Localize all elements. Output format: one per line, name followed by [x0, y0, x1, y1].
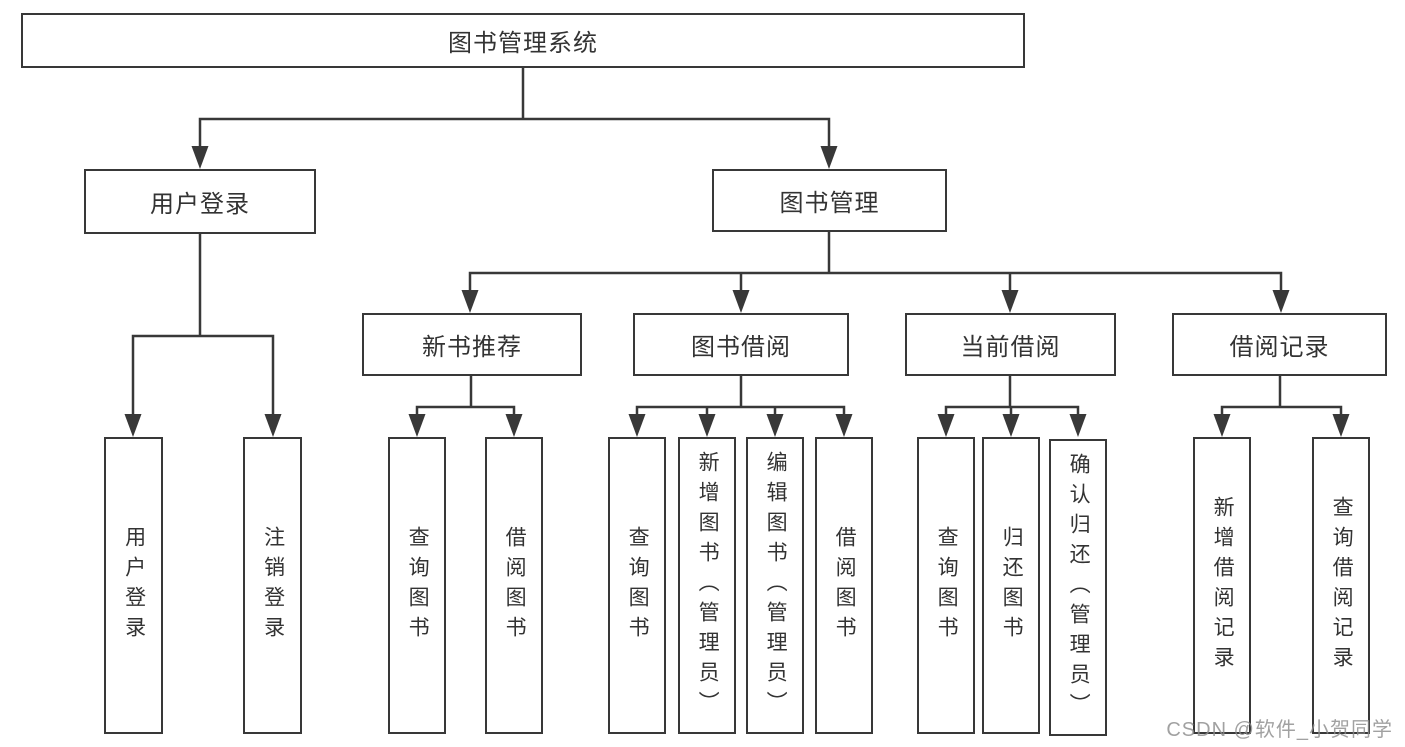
leaf-add-books-admin: 新增图书（管理员）	[678, 437, 736, 734]
node-book-management: 图书管理	[712, 169, 947, 232]
node-label: 图书管理	[779, 190, 880, 217]
leaf-label: 借阅图书	[833, 525, 857, 646]
leaf-label: 查询借阅记录	[1330, 495, 1354, 676]
node-book-borrowing: 图书借阅	[633, 313, 849, 376]
node-current-borrowing: 当前借阅	[905, 313, 1116, 376]
leaf-label: 借阅图书	[503, 525, 527, 646]
leaf-label: 查询图书	[935, 525, 959, 646]
leaf-label: 确认归还（管理员）	[1067, 452, 1091, 723]
leaf-query-books-borrowing: 查询图书	[608, 437, 666, 734]
leaf-label: 用户登录	[122, 525, 146, 646]
leaf-return-books: 归还图书	[982, 437, 1040, 734]
leaf-query-books-recommend: 查询图书	[388, 437, 446, 734]
leaf-label: 编辑图书（管理员）	[764, 450, 788, 721]
leaf-confirm-return-admin: 确认归还（管理员）	[1049, 439, 1107, 736]
leaf-label: 新增图书（管理员）	[696, 450, 720, 721]
leaf-query-books-current: 查询图书	[917, 437, 975, 734]
leaf-user-login: 用户登录	[104, 437, 163, 734]
node-label: 用户登录	[150, 191, 250, 218]
leaf-logout: 注销登录	[243, 437, 302, 734]
leaf-borrow-books-borrowing: 借阅图书	[815, 437, 873, 734]
leaf-label: 归还图书	[1000, 525, 1024, 646]
node-label: 图书借阅	[691, 334, 791, 361]
leaf-add-borrow-record: 新增借阅记录	[1193, 437, 1251, 734]
node-label: 图书管理系统	[448, 30, 598, 57]
node-borrowing-records: 借阅记录	[1172, 313, 1387, 376]
node-label: 当前借阅	[960, 334, 1061, 361]
node-user-login: 用户登录	[84, 169, 316, 234]
node-label: 新书推荐	[422, 334, 522, 361]
leaf-edit-books-admin: 编辑图书（管理员）	[746, 437, 804, 734]
leaf-label: 查询图书	[406, 525, 430, 646]
leaf-label: 新增借阅记录	[1211, 495, 1235, 676]
leaf-label: 注销登录	[261, 525, 285, 646]
node-new-book-recommendation: 新书推荐	[362, 313, 582, 376]
leaf-label: 查询图书	[626, 525, 650, 646]
node-library-management-system: 图书管理系统	[21, 13, 1025, 68]
leaf-borrow-books-recommend: 借阅图书	[485, 437, 543, 734]
leaf-query-borrow-record: 查询借阅记录	[1312, 437, 1370, 734]
node-label: 借阅记录	[1229, 334, 1330, 361]
csdn-watermark: CSDN @软件_小贺同学	[1166, 719, 1393, 741]
